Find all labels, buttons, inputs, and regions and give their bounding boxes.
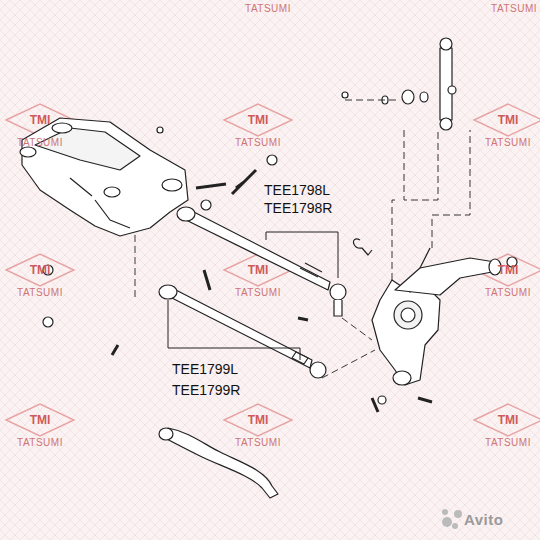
bushing — [177, 207, 195, 221]
nut — [448, 86, 456, 94]
hub-center — [401, 308, 415, 322]
ball-joint — [330, 284, 346, 300]
watermark: TATSUMI — [235, 138, 281, 148]
watermark-logo: TMI — [30, 414, 51, 426]
part-number: TEE1798R — [264, 201, 332, 215]
link-ball — [440, 38, 452, 50]
watermark-diamond — [6, 254, 74, 286]
subframe-top — [35, 128, 140, 170]
callout-brackets — [168, 232, 338, 360]
watermark: TATSUMI — [235, 438, 281, 448]
part-number: TEE1798L — [264, 183, 330, 197]
adjuster — [300, 263, 322, 277]
clip — [353, 239, 372, 255]
subframe-mount — [20, 147, 36, 157]
watermark-logo: TMI — [248, 264, 269, 276]
watermark: TATSUMI — [235, 288, 281, 298]
watermark: TATSUMI — [17, 438, 63, 448]
subframe-rib — [70, 178, 130, 228]
watermark-logo: TMI — [30, 114, 51, 126]
bolt — [112, 170, 432, 412]
watermark: TATSUMI — [245, 4, 291, 14]
washer — [420, 92, 428, 102]
watermark-diamond — [474, 104, 540, 136]
parts — [20, 38, 517, 498]
subframe — [22, 118, 188, 236]
watermark: TATSUMI — [17, 288, 63, 298]
part-number: TEE1799L — [172, 362, 238, 376]
watermark-diamond — [6, 404, 74, 436]
watermark-logo: TMI — [248, 414, 269, 426]
watermark-logo: TMI — [30, 264, 51, 276]
bushing — [159, 285, 177, 299]
link-ball — [440, 118, 452, 130]
arm-bolt — [420, 248, 430, 268]
knuckle — [372, 280, 440, 385]
watermark-diamond — [224, 104, 292, 136]
hub-bore — [394, 301, 422, 329]
nut — [342, 92, 348, 98]
watermark: TATSUMI — [485, 288, 531, 298]
assembly-lines — [135, 100, 470, 378]
part-number: TEE1799R — [172, 383, 240, 397]
watermark-logo: TMI — [248, 114, 269, 126]
bushing — [159, 428, 173, 440]
watermark-logo: TMI — [498, 264, 519, 276]
upper-arm — [395, 258, 495, 295]
bushing — [393, 371, 411, 385]
ball-joint — [310, 362, 326, 378]
watermark: Avito — [464, 512, 503, 527]
nut — [201, 200, 211, 210]
watermark-logo: TMI — [498, 414, 519, 426]
ball-stud — [334, 300, 342, 316]
watermark: TATSUMI — [491, 4, 537, 14]
watermark-diamond — [224, 404, 292, 436]
watermark-diamond — [474, 404, 540, 436]
subframe-mount — [52, 123, 72, 133]
watermark: TATSUMI — [485, 438, 531, 448]
nut — [267, 155, 277, 165]
stabilizer-link — [440, 48, 452, 120]
subframe-mount — [104, 187, 120, 197]
lateral-link-lower — [168, 288, 312, 368]
subframe-mount — [162, 179, 182, 191]
watermark-diamonds — [6, 104, 540, 436]
nut — [378, 396, 386, 404]
bolt-head — [157, 127, 163, 133]
bushing — [402, 90, 414, 104]
watermark: TATSUMI — [485, 138, 531, 148]
watermark: TATSUMI — [17, 138, 63, 148]
watermark-logo: TMI — [498, 114, 519, 126]
nut — [43, 317, 53, 327]
avito-logo — [442, 509, 462, 529]
